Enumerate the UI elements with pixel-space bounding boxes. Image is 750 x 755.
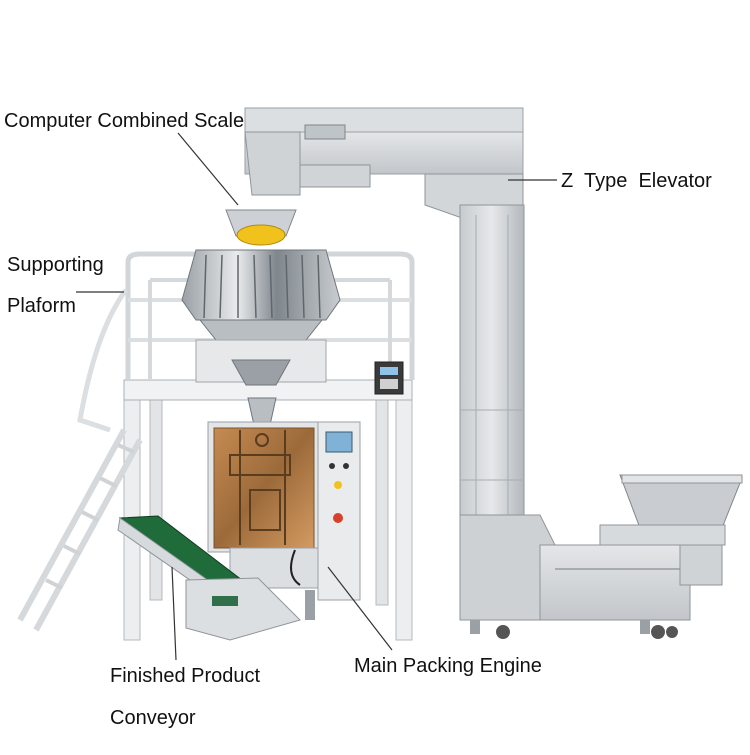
conveyor-base [185,577,301,641]
scale-yellow-feeder [236,224,286,246]
caster-wheel [651,625,665,639]
elevator-bottom-run [539,544,691,621]
scale-control-panel [374,361,404,395]
leader-line-conveyor [171,566,177,661]
elevator-vibrator-base [679,544,723,586]
elevator-vibrator-tray [599,524,726,546]
label-conveyor: Conveyor [110,707,196,729]
leader-lines [76,132,557,661]
elevator-discharge-chute [244,131,301,196]
caster-wheel [666,626,678,638]
packing-button [329,463,335,469]
elevator-top-head [244,107,524,133]
computer-combined-scale [181,209,404,395]
packing-stop-button [333,513,343,523]
finished-product-conveyor [117,515,301,641]
leader-line-scale [177,132,239,206]
elevator-drive-box [299,164,371,188]
label-z-type-elevator: Z Type Elevator [561,170,712,192]
conveyor-label-plate [212,596,238,606]
elevator-vertical-column [459,204,525,531]
label-computer-combined-scale: Computer Combined Scale [4,110,245,132]
packing-button [343,463,349,469]
label-plaform: Plaform [7,295,76,317]
label-supporting: Supporting [7,254,104,276]
z-type-elevator [244,107,743,639]
elevator-motor [304,124,346,140]
packing-touch-screen [325,431,353,453]
packing-indicator-light [334,481,342,489]
leader-line-packing [327,566,393,651]
packing-forming-section [213,427,315,549]
label-finished-product: Finished Product [110,665,261,687]
packing-feed-funnel [247,397,277,426]
caster-wheel [496,625,510,639]
label-main-packing-engine: Main Packing Engine [354,655,542,677]
